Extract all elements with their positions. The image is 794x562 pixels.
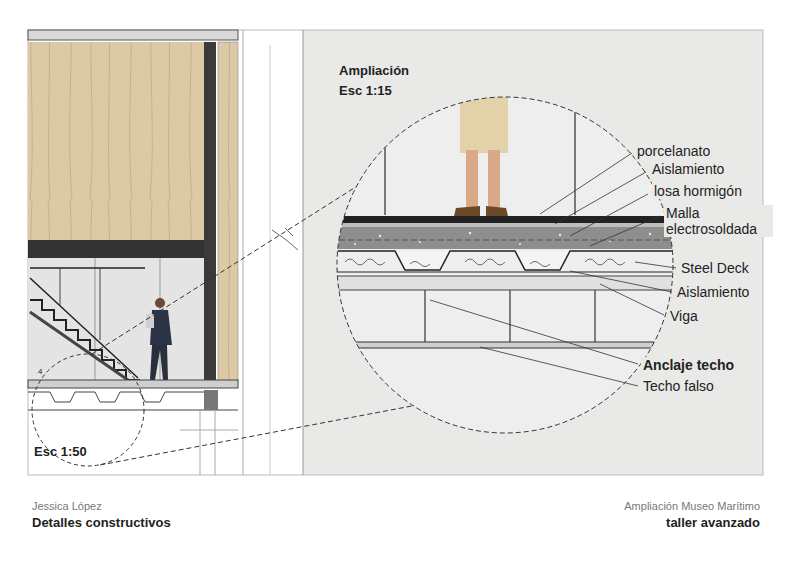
layer-label: losa hormigón xyxy=(652,183,744,199)
layer-label: Aislamiento xyxy=(650,161,726,177)
author-name: Jessica López xyxy=(32,500,102,513)
callout-number: 4 xyxy=(38,367,42,376)
layer-label: Aislamiento xyxy=(675,284,751,300)
scale-note: Esc 1:15 xyxy=(339,84,392,99)
project-name: Ampliación Museo Marítimo xyxy=(624,500,760,513)
sheet-title: Detalles constructivos xyxy=(32,516,171,531)
layer-label: Anclaje techo xyxy=(641,357,736,373)
layer-label: Techo falso xyxy=(641,378,716,394)
layer-label: Steel Deck xyxy=(679,260,751,276)
scale-note: Esc 1:50 xyxy=(34,445,87,460)
layer-label: Viga xyxy=(668,308,700,324)
layer-label: porcelanato xyxy=(635,143,712,159)
course-name: taller avanzado xyxy=(666,516,760,531)
panel-title: Ampliación xyxy=(339,64,409,79)
layer-label: Malla electrosoldada xyxy=(664,205,773,237)
